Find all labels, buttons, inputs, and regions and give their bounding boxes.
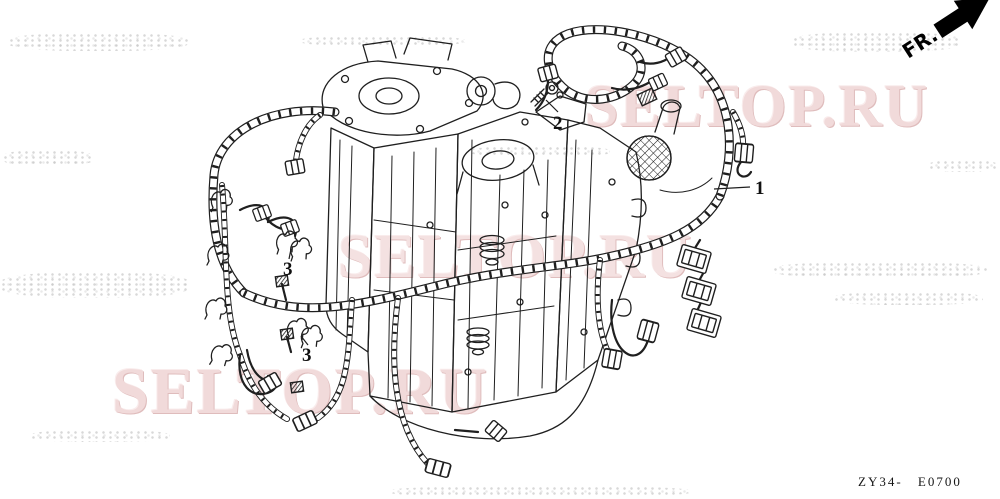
scan-noise [390, 486, 690, 497]
fr-label: FR. [898, 23, 942, 63]
fr-arrow-head [953, 0, 990, 30]
leader-line-3a [288, 248, 292, 260]
scan-noise [300, 36, 465, 46]
coil-spring [466, 327, 490, 356]
callout-label-3a: 3 [283, 259, 293, 280]
harness-connectors [251, 45, 755, 479]
leader-line-1 [713, 186, 751, 190]
flange-bolt [530, 81, 559, 107]
scan-noise [8, 33, 188, 51]
fr-arrow-shaft [933, 7, 970, 39]
scan-noise [928, 160, 998, 172]
scan-noise [30, 430, 170, 442]
watermark: SELTOP.RU [338, 223, 694, 291]
callouts: 1 2 3 3 [283, 99, 765, 366]
leader-line-2 [545, 99, 559, 113]
diagram-part-code: ZY34- E0700 [858, 474, 962, 489]
scan-noise [833, 292, 983, 305]
fr-direction-indicator: FR. [898, 0, 990, 63]
callout-label-1: 1 [755, 178, 765, 199]
scan-noise [792, 32, 962, 52]
coil-spring [479, 234, 505, 266]
leader-line-3b [300, 335, 309, 346]
scan-noise [772, 262, 987, 278]
callout-label-2: 2 [553, 113, 563, 134]
scan-noise [470, 146, 610, 157]
callout-label-3b: 3 [302, 345, 312, 366]
scan-noise [2, 150, 94, 166]
scan-noise [0, 272, 190, 298]
